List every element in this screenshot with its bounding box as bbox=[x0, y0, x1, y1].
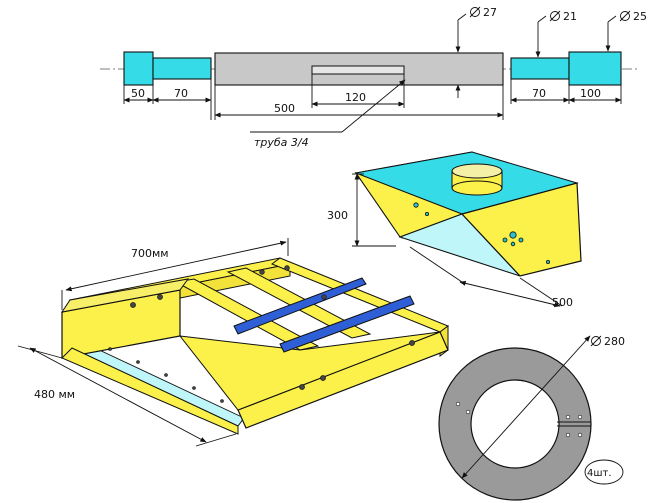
dim-label-120: 120 bbox=[345, 91, 366, 104]
diameter-symbol-icon bbox=[549, 10, 561, 22]
hopper-drawing: 300 500 bbox=[327, 151, 582, 309]
shaft-pipe-slot bbox=[311, 65, 405, 75]
disc-ring bbox=[438, 347, 592, 501]
dim-label-70-right: 70 bbox=[532, 87, 546, 100]
frame-blue-rail-2 bbox=[279, 295, 415, 353]
frame-front-beam-top bbox=[178, 331, 441, 411]
dim-label-disc-diameter: 280 bbox=[604, 335, 625, 348]
dim-label-100: 100 bbox=[580, 87, 601, 100]
dim-label-dia-25: 25 bbox=[633, 10, 647, 23]
dim-label-hopper-length: 500 bbox=[552, 296, 573, 309]
shaft-left-journal bbox=[152, 57, 212, 80]
hopper-front-face bbox=[460, 182, 582, 277]
dim-label-500-shaft: 500 bbox=[274, 102, 295, 115]
disc-drawing: 280 4шт. bbox=[438, 335, 625, 501]
dim-label-frame-width: 480 мм bbox=[34, 388, 75, 401]
dim-label-frame-length: 700мм bbox=[131, 247, 169, 260]
shaft-drawing: 50 70 500 120 70 100 27 21 25 труба 3/4 bbox=[100, 6, 647, 149]
quantity-callout-bubble bbox=[584, 459, 624, 485]
shaft-right-collar bbox=[568, 51, 622, 86]
diameter-symbol-icon bbox=[590, 335, 602, 347]
dim-label-dia-21: 21 bbox=[563, 10, 577, 23]
disc-quantity-label: 4шт. bbox=[587, 468, 612, 479]
frame-blue-rail-1 bbox=[233, 277, 367, 335]
dim-label-70-left: 70 bbox=[174, 87, 188, 100]
diameter-symbol-icon bbox=[469, 6, 481, 18]
shaft-right-journal bbox=[510, 57, 570, 80]
shaft-left-collar bbox=[123, 51, 154, 86]
diameter-symbol-icon bbox=[619, 10, 631, 22]
pipe-label: труба 3/4 bbox=[254, 136, 309, 149]
frame-drawing: 700мм 480 мм bbox=[17, 238, 450, 447]
hopper-pipe-neck bbox=[451, 163, 503, 196]
dim-label-50: 50 bbox=[131, 87, 145, 100]
dim-label-hopper-height: 300 bbox=[327, 209, 348, 222]
dim-label-dia-27: 27 bbox=[483, 6, 497, 19]
